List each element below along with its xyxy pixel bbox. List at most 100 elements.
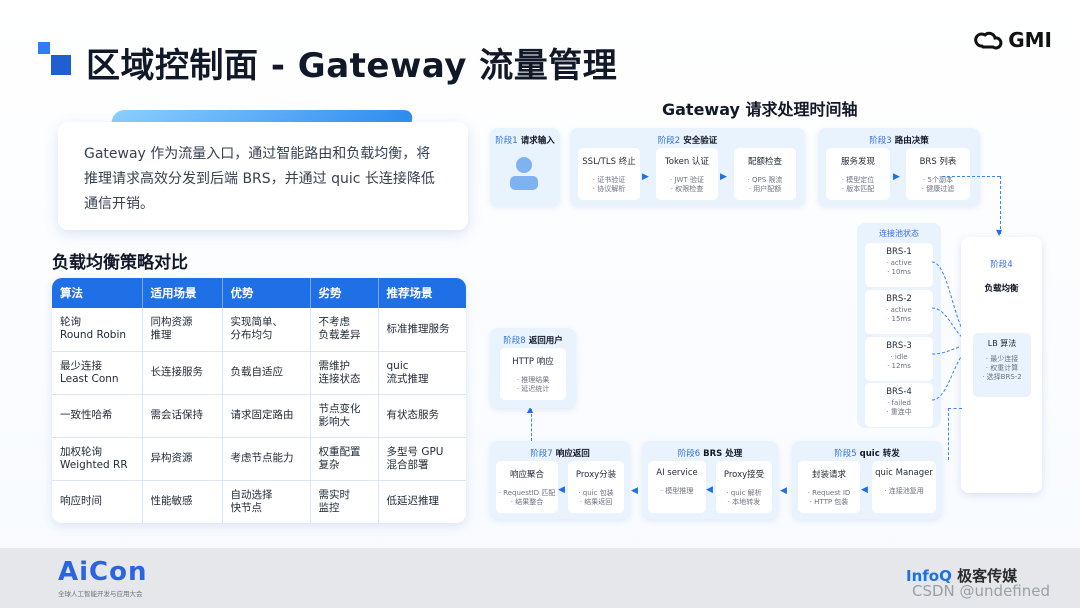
column-header: 优势 xyxy=(222,278,311,308)
step-desc: · 模型推理 xyxy=(660,487,694,495)
stage-name: 响应返回 xyxy=(555,449,590,459)
page-title: 区域控制面 - Gateway 流量管理 xyxy=(86,46,618,86)
ssl-tls-step: SSL/TLS 终止 · 证书验证 · 协议解析 xyxy=(578,148,640,200)
lb-comparison-table: 算法 适用场景 优势 劣势 推荐场景 轮询 Round Robin 同构资源 推… xyxy=(52,278,466,523)
arrow-left-icon: ◀ xyxy=(861,485,868,495)
brs-name: BRS-1 xyxy=(886,247,912,257)
stage-3-card: 阶段3 路由决策 服务发现 · 模型定位 · 版本匹配 ▶ BRS 列表 · 5… xyxy=(818,128,980,206)
gmi-cloud-icon xyxy=(974,31,1003,50)
table-cell: 有状态服务 xyxy=(378,394,466,438)
table-cell: 需会话保持 xyxy=(142,394,223,438)
stage-4-header: 阶段4 负载均衡 xyxy=(961,247,1042,307)
arrow-right-icon: ▶ xyxy=(642,172,649,182)
connection-pool-panel: 连接池状态 BRS-1 · active · 10ms BRS-2 · acti… xyxy=(857,223,941,428)
table-cell: 性能敏感 xyxy=(142,480,223,523)
step-title: Proxy接受 xyxy=(723,470,765,480)
proxy-package-step: Proxy分装 · quic 包装 · 结果返回 xyxy=(568,461,624,513)
table-cell: 轮询 Round Robin xyxy=(52,308,143,352)
connector-line xyxy=(942,176,1000,177)
infoq-cn: 极客传媒 xyxy=(957,567,1018,585)
stage-number: 阶段8 xyxy=(503,336,526,346)
stage-8-header: 阶段8 返回用户 xyxy=(490,334,576,346)
step-desc: · QPS 限流 · 用户配额 xyxy=(747,176,783,193)
proxy-receive-step: Proxy接受 · quic 解析 · 本地转发 xyxy=(716,461,772,513)
stage-2-header: 阶段2 安全验证 xyxy=(570,134,805,146)
table-cell: 标准推理服务 xyxy=(378,308,466,352)
step-title: BRS 列表 xyxy=(919,157,957,167)
brs-node-3: BRS-3 · idle · 12ms xyxy=(865,337,933,381)
table-cell: 最少连接 Least Conn xyxy=(52,351,143,395)
stage-3-header: 阶段3 路由决策 xyxy=(818,134,980,146)
brs-status: · failed · 重连中 xyxy=(886,399,912,416)
column-header: 推荐场景 xyxy=(378,278,466,308)
table-cell: 异构资源 xyxy=(142,437,223,481)
stage-name: 路由决策 xyxy=(894,136,929,146)
table-cell: 一致性哈希 xyxy=(52,394,143,438)
arrow-left-icon: ◀ xyxy=(706,485,713,495)
infoq-brand: InfoQ xyxy=(906,567,952,585)
step-title: Token 认证 xyxy=(665,157,709,167)
stage-number: 阶段6 xyxy=(677,449,701,459)
brs-list-step: BRS 列表 · 5个副本 · 健康过滤 xyxy=(906,148,970,200)
step-desc: · Request ID · HTTP 包装 xyxy=(807,489,851,506)
stage-name: BRS 处理 xyxy=(703,449,743,459)
aicon-subtitle: 全球人工智能开发与应用大会 xyxy=(58,590,143,598)
table-cell: 考虑节点能力 xyxy=(222,437,311,481)
intro-panel: Gateway 作为流量入口，通过智能路由和负载均衡，将推理请求高效分发到后端 … xyxy=(58,110,468,232)
stage-number: 阶段3 xyxy=(869,136,892,146)
table-row: 响应时间 性能敏感 自动选择 快节点 需实时 监控 低延迟推理 xyxy=(52,480,466,523)
table-cell: 加权轮询 Weighted RR xyxy=(52,437,143,481)
stage-6-card: 阶段6 BRS 处理 AI service · 模型推理 ◀ Proxy接受 ·… xyxy=(642,441,778,519)
table-row: 轮询 Round Robin 同构资源 推理 实现简单、 分布均匀 不考虑 负载… xyxy=(52,308,466,352)
http-response-step: HTTP 响应 · 推理结果 · 延迟统计 xyxy=(500,348,566,400)
step-desc: · 最少连接 · 权重计算 · 选择BRS-2 xyxy=(982,355,1022,381)
stage-number: 阶段4 xyxy=(990,260,1013,270)
stage-7-header: 阶段7 响应返回 xyxy=(490,447,630,459)
stage-7-card: 阶段7 响应返回 响应聚合 · RequestID 匹配 · 结果整合 ◀ Pr… xyxy=(490,441,630,519)
stage-2-card: 阶段2 安全验证 SSL/TLS 终止 · 证书验证 · 协议解析 ▶ Toke… xyxy=(570,128,805,206)
brs-status: · active · 10ms xyxy=(886,259,912,276)
step-title: 封装请求 xyxy=(811,470,846,480)
table-cell: 长连接服务 xyxy=(142,351,223,395)
stage-name: 返回用户 xyxy=(528,336,563,346)
intro-text: Gateway 作为流量入口，通过智能路由和负载均衡，将推理请求高效分发到后端 … xyxy=(58,122,468,230)
table-cell: 需实时 监控 xyxy=(310,480,379,523)
table-cell: 权重配置 复杂 xyxy=(310,437,379,481)
step-desc: · quic 包装 · 结果返回 xyxy=(578,489,614,506)
step-title: quic Manager xyxy=(875,468,933,478)
step-desc: · RequestID 匹配 · 结果整合 xyxy=(498,489,556,506)
arrow-right-icon: ▶ xyxy=(893,172,900,182)
connector-line xyxy=(531,409,532,441)
brs-status: · idle · 12ms xyxy=(887,353,911,370)
step-desc: · 连接池复用 xyxy=(884,487,924,495)
arrow-right-icon: ▶ xyxy=(720,172,727,182)
step-title: AI service xyxy=(656,468,698,478)
step-desc: · 证书验证 · 协议解析 xyxy=(592,176,626,193)
table-cell: 多型号 GPU 混合部署 xyxy=(378,437,466,481)
stage-name: 安全验证 xyxy=(683,136,718,146)
timeline-title: Gateway 请求处理时间轴 xyxy=(662,100,858,119)
token-auth-step: Token 认证 · JWT 验证 · 权限检查 xyxy=(656,148,718,200)
aicon-logo-text: AiCon xyxy=(58,557,148,587)
column-header: 算法 xyxy=(52,278,143,308)
column-header: 适用场景 xyxy=(142,278,223,308)
step-title: LB 算法 xyxy=(987,339,1017,348)
response-aggregate-step: 响应聚合 · RequestID 匹配 · 结果整合 xyxy=(496,461,558,513)
stage-1-header: 阶段1 请求输入 xyxy=(490,134,560,146)
table-cell: quic 流式推理 xyxy=(378,351,466,395)
step-desc: · 推理结果 · 延迟统计 xyxy=(516,376,550,393)
title-mark-icon xyxy=(38,42,72,76)
table-cell: 同构资源 推理 xyxy=(142,308,223,352)
table-cell: 不考虑 负载差异 xyxy=(310,308,379,352)
stage-number: 阶段2 xyxy=(657,136,681,146)
gmi-logo-text: GMI xyxy=(1008,28,1052,52)
table-row: 加权轮询 Weighted RR 异构资源 考虑节点能力 权重配置 复杂 多型号… xyxy=(52,437,466,481)
connector-line xyxy=(948,408,949,460)
user-icon xyxy=(510,157,538,190)
infoq-logo: InfoQ 极客传媒 xyxy=(906,565,1017,586)
stage-4-card: 阶段4 负载均衡 LB 算法 · 最少连接 · 权重计算 · 选择BRS-2 xyxy=(961,237,1042,493)
step-title: HTTP 响应 xyxy=(512,357,554,367)
arrow-left-icon: ◀ xyxy=(780,486,787,496)
table-cell: 低延迟推理 xyxy=(386,495,440,508)
